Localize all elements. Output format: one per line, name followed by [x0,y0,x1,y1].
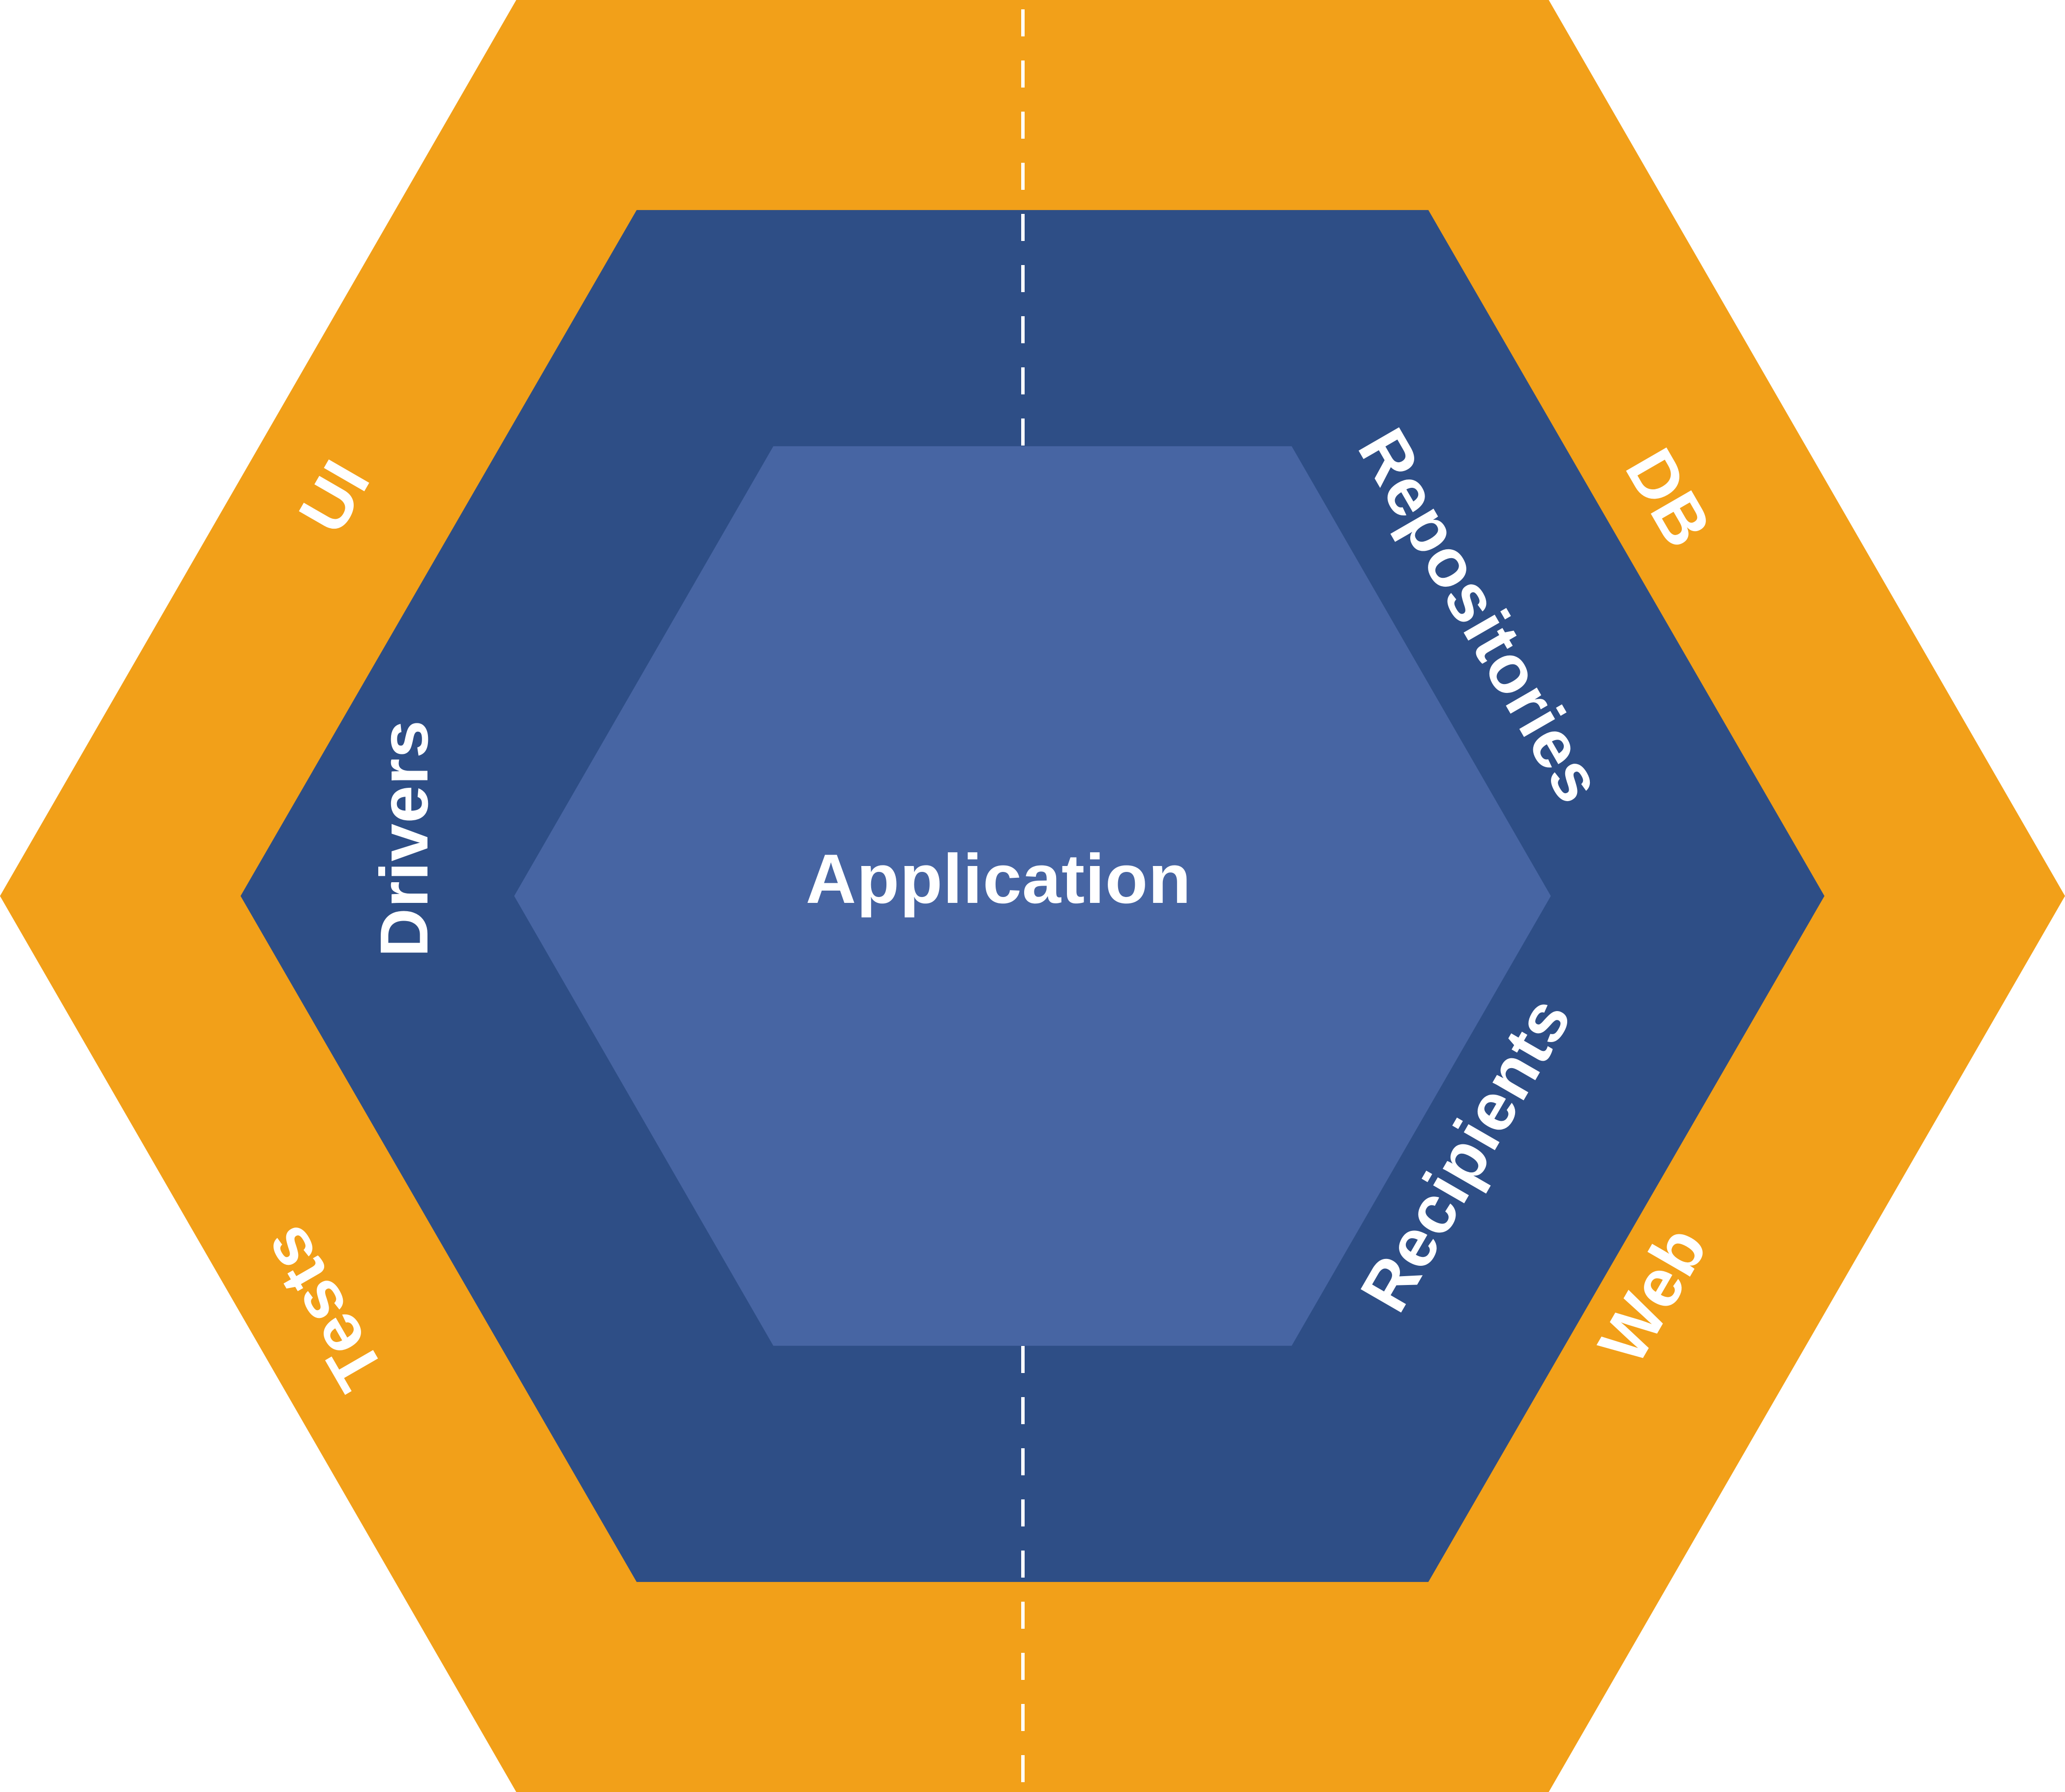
center-label-application: Application [805,840,1192,918]
center-dashed-line-bottom [1021,1346,1025,1792]
middle-ring-label-drivers: Drivers [366,719,442,957]
center-dashed-line-top [1021,0,1025,446]
